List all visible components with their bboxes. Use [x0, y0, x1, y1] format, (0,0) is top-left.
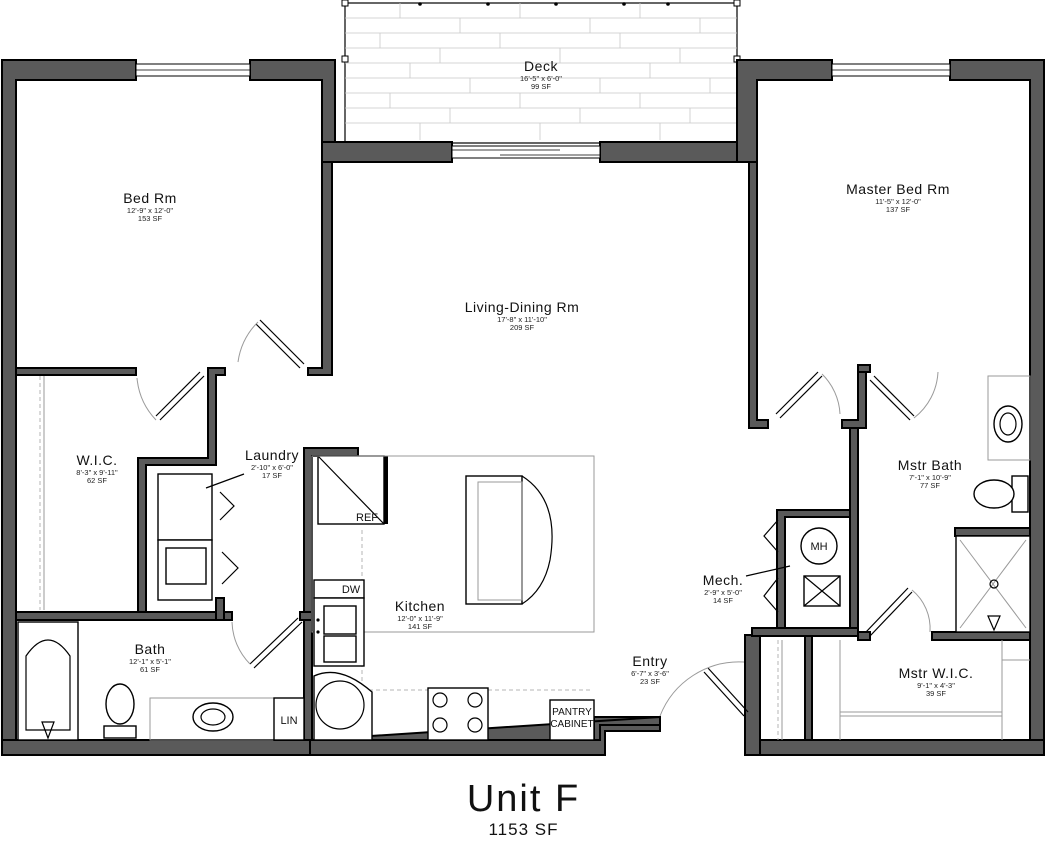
- svg-text:16'-5" x 6'-0": 16'-5" x 6'-0": [520, 74, 562, 83]
- svg-text:Entry: Entry: [632, 653, 667, 669]
- svg-text:Master Bed Rm: Master Bed Rm: [846, 181, 950, 197]
- svg-text:Bed Rm: Bed Rm: [123, 190, 177, 206]
- svg-text:Living-Dining Rm: Living-Dining Rm: [465, 299, 580, 315]
- svg-text:9'-1" x 4'-3": 9'-1" x 4'-3": [917, 681, 955, 690]
- kitchen-fixtures: [311, 455, 595, 741]
- svg-text:Laundry: Laundry: [245, 447, 299, 463]
- pantry-label-line2: CABINET: [550, 719, 593, 730]
- svg-text:6'-7" x 3'-6": 6'-7" x 3'-6": [631, 669, 669, 678]
- svg-text:137 SF: 137 SF: [886, 205, 911, 214]
- laundry-machines: [157, 473, 245, 601]
- lin-label: LIN: [280, 715, 297, 727]
- svg-text:Mech.: Mech.: [703, 572, 744, 588]
- svg-text:Mstr Bath: Mstr Bath: [898, 457, 962, 473]
- room-label-bath: Bath 12'-1" x 5'-1" 61 SF: [129, 641, 171, 674]
- svg-text:141 SF: 141 SF: [408, 622, 433, 631]
- svg-text:Bath: Bath: [135, 641, 166, 657]
- dw-label: DW: [342, 584, 361, 596]
- svg-text:2'-9" x 5'-0": 2'-9" x 5'-0": [704, 588, 742, 597]
- svg-text:2'-10" x 6'-0": 2'-10" x 6'-0": [251, 463, 293, 472]
- svg-text:61 SF: 61 SF: [140, 665, 160, 674]
- bath-fixtures: [17, 621, 305, 741]
- svg-text:11'-5" x 12'-0": 11'-5" x 12'-0": [875, 197, 921, 206]
- deck: [341, 0, 741, 144]
- interior-walls: [15, 161, 1031, 741]
- svg-text:7'-1" x 10'-9": 7'-1" x 10'-9": [909, 473, 951, 482]
- floor-plan: Deck 16'-5" x 6'-0" 99 SF Bed Rm 12'-9" …: [1, 0, 1045, 756]
- svg-text:99 SF: 99 SF: [531, 82, 551, 91]
- svg-text:12'-9" x 12'-0": 12'-9" x 12'-0": [127, 206, 173, 215]
- svg-text:153 SF: 153 SF: [138, 214, 163, 223]
- svg-text:77 SF: 77 SF: [920, 481, 940, 490]
- room-label-bed: Bed Rm 12'-9" x 12'-0" 153 SF: [123, 190, 177, 223]
- pantry-label-line1: PANTRY: [552, 707, 592, 718]
- svg-text:23 SF: 23 SF: [640, 677, 660, 686]
- svg-text:62 SF: 62 SF: [87, 476, 107, 485]
- unit-area: 1153 SF: [488, 820, 559, 839]
- mh-label: MH: [810, 541, 827, 553]
- room-label-mstr-bath: Mstr Bath 7'-1" x 10'-9" 77 SF: [898, 457, 962, 490]
- svg-text:17 SF: 17 SF: [262, 471, 282, 480]
- master-wic-shelving: [777, 640, 1030, 740]
- unit-title: Unit F: [466, 778, 581, 820]
- svg-text:209 SF: 209 SF: [510, 323, 535, 332]
- windows: [135, 63, 951, 159]
- room-label-wic: W.I.C. 8'-3" x 9'-11" 62 SF: [76, 452, 118, 485]
- svg-text:Kitchen: Kitchen: [395, 598, 445, 614]
- svg-text:Deck: Deck: [524, 58, 558, 74]
- svg-text:8'-3" x 9'-11": 8'-3" x 9'-11": [76, 468, 118, 477]
- svg-text:Mstr W.I.C.: Mstr W.I.C.: [899, 665, 974, 681]
- room-label-mech: Mech. 2'-9" x 5'-0" 14 SF: [703, 572, 744, 605]
- room-label-entry: Entry 6'-7" x 3'-6" 23 SF: [631, 653, 669, 686]
- doors: [136, 319, 939, 717]
- wic-shelving: [39, 376, 45, 610]
- svg-text:39 SF: 39 SF: [926, 689, 946, 698]
- svg-text:W.I.C.: W.I.C.: [76, 452, 117, 468]
- svg-text:12'-1" x 5'-1": 12'-1" x 5'-1": [129, 657, 171, 666]
- room-label-master-bed: Master Bed Rm 11'-5" x 12'-0" 137 SF: [846, 181, 950, 214]
- room-label-laundry: Laundry 2'-10" x 6'-0" 17 SF: [245, 447, 299, 480]
- room-label-mstr-wic: Mstr W.I.C. 9'-1" x 4'-3" 39 SF: [899, 665, 974, 698]
- mech-fixtures: [745, 527, 841, 607]
- ref-label: REF: [356, 512, 378, 524]
- svg-text:14 SF: 14 SF: [713, 596, 733, 605]
- room-label-deck: Deck 16'-5" x 6'-0" 99 SF: [520, 58, 562, 91]
- room-label-kitchen: Kitchen 12'-0" x 11'-9" 141 SF: [395, 598, 445, 631]
- svg-text:17'-8" x 11'-10": 17'-8" x 11'-10": [497, 315, 547, 324]
- room-label-living: Living-Dining Rm 17'-8" x 11'-10" 209 SF: [465, 299, 580, 332]
- svg-text:12'-0" x 11'-9": 12'-0" x 11'-9": [397, 614, 443, 623]
- master-bath-fixtures: [955, 375, 1031, 633]
